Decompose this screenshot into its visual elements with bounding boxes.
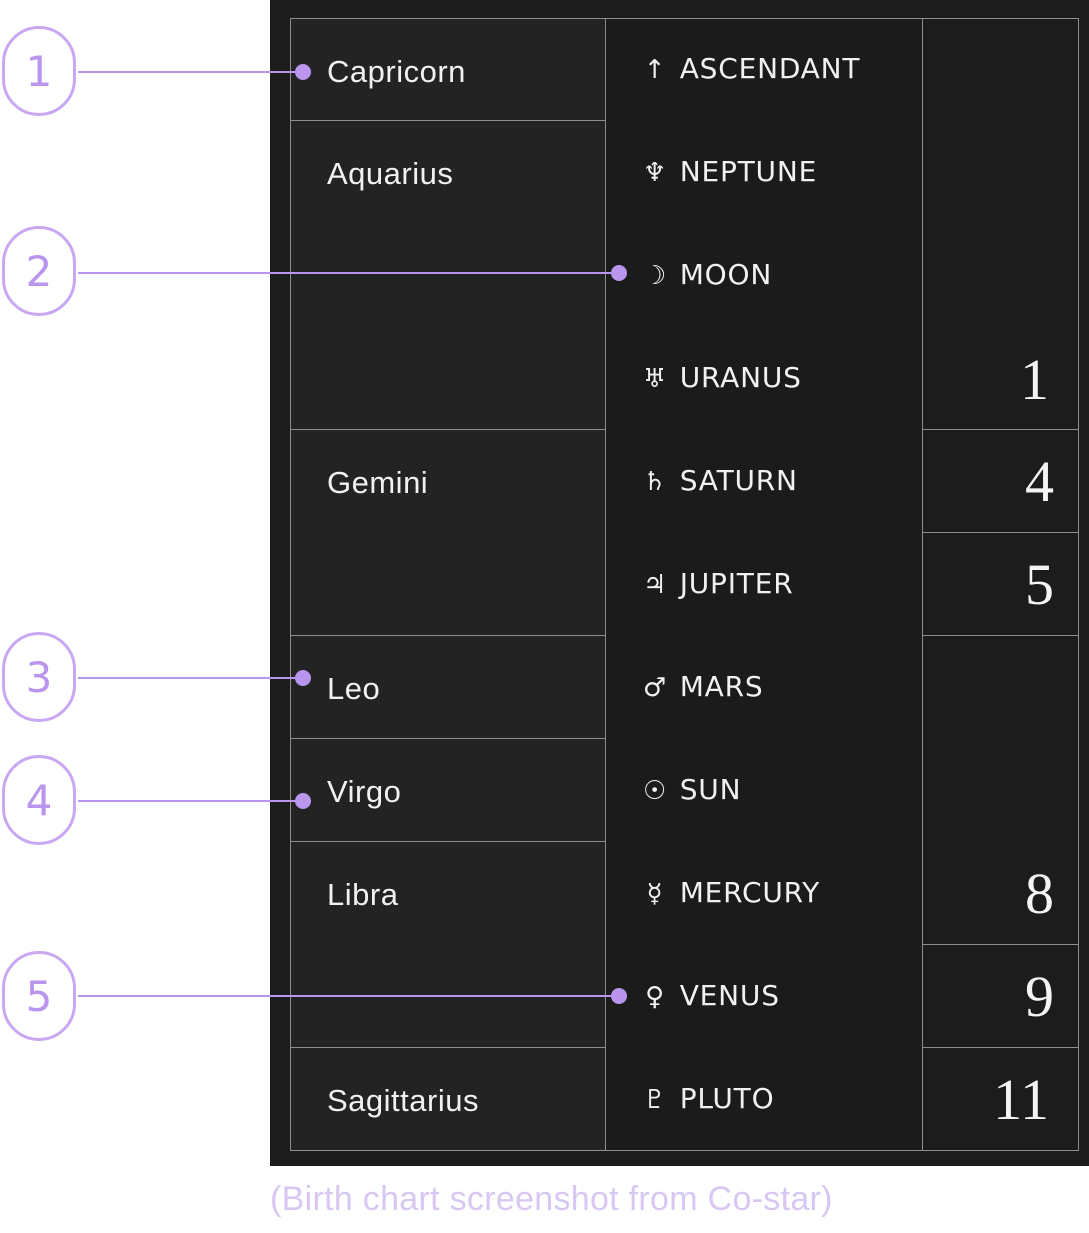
planet-label: SUN (679, 773, 742, 806)
house-1[interactable]: 1 (1020, 347, 1049, 412)
planet-uranus[interactable]: ♅ URANUS (640, 360, 802, 397)
planet-label: VENUS (679, 979, 780, 1012)
planets-column (605, 18, 923, 1151)
annotation-badge-1: 1 (2, 26, 76, 116)
planet-label: JUPITER (679, 567, 794, 600)
sign-leo[interactable]: Leo (327, 671, 381, 706)
mercury-icon: ☿ (646, 879, 664, 909)
house-divider (922, 944, 1079, 945)
planet-label: SATURN (679, 464, 798, 497)
sign-sagittarius[interactable]: Sagittarius (327, 1083, 479, 1118)
mars-icon: ♂ (642, 673, 668, 703)
planet-moon[interactable]: ☽ MOON (640, 257, 772, 294)
house-5[interactable]: 5 (1025, 552, 1054, 617)
signs-column (290, 18, 606, 1151)
sign-divider (290, 429, 606, 430)
sign-divider (290, 738, 606, 739)
planet-pluto[interactable]: ♇ PLUTO (640, 1081, 774, 1118)
planet-label: MOON (679, 258, 773, 291)
venus-icon: ♀ (645, 982, 665, 1012)
houses-column (922, 18, 1079, 1151)
image-caption: (Birth chart screenshot from Co-star) (270, 1180, 833, 1218)
planet-ascendant[interactable]: ↑ ASCENDANT (640, 51, 860, 88)
house-4[interactable]: 4 (1025, 449, 1054, 514)
house-9[interactable]: 9 (1025, 964, 1054, 1029)
annotation-badge-4: 4 (2, 755, 76, 845)
sign-aquarius[interactable]: Aquarius (327, 156, 454, 191)
house-11[interactable]: 11 (993, 1067, 1049, 1132)
sign-gemini[interactable]: Gemini (327, 465, 429, 500)
jupiter-icon: ♃ (642, 570, 668, 600)
planet-label: MERCURY (679, 876, 821, 909)
pluto-icon: ♇ (642, 1085, 668, 1115)
planet-sun[interactable]: ☉ SUN (640, 772, 741, 809)
annotation-leader-4 (78, 800, 300, 802)
annotation-badge-2: 2 (2, 226, 76, 316)
annotation-dot-4 (295, 793, 311, 809)
planet-label: NEPTUNE (679, 155, 818, 188)
sign-divider (290, 120, 606, 121)
arrow-up-icon: ↑ (643, 55, 667, 85)
annotation-dot-2 (611, 265, 627, 281)
planet-venus[interactable]: ♀ VENUS (640, 978, 780, 1015)
annotation-leader-3 (78, 677, 300, 679)
house-divider (922, 635, 1079, 636)
uranus-icon: ♅ (642, 364, 668, 394)
house-divider (922, 532, 1079, 533)
sun-icon: ☉ (642, 776, 668, 806)
annotation-dot-3 (295, 670, 311, 686)
annotation-dot-5 (611, 988, 627, 1004)
planet-mercury[interactable]: ☿ MERCURY (640, 875, 820, 912)
sign-libra[interactable]: Libra (327, 877, 399, 912)
sign-divider (290, 1047, 606, 1048)
planet-label: MARS (679, 670, 764, 703)
sign-capricorn[interactable]: Capricorn (327, 54, 466, 89)
house-8[interactable]: 8 (1025, 861, 1054, 926)
annotation-badge-5: 5 (2, 951, 76, 1041)
neptune-icon: ♆ (642, 158, 668, 188)
sign-divider (290, 841, 606, 842)
annotation-leader-5 (78, 995, 618, 997)
annotation-dot-1 (295, 64, 311, 80)
house-divider (922, 429, 1079, 430)
planet-label: PLUTO (679, 1082, 775, 1115)
annotation-leader-2 (78, 272, 618, 274)
planet-jupiter[interactable]: ♃ JUPITER (640, 566, 793, 603)
moon-icon: ☽ (642, 261, 668, 291)
planet-neptune[interactable]: ♆ NEPTUNE (640, 154, 817, 191)
planet-saturn[interactable]: ♄ SATURN (640, 463, 798, 500)
sign-virgo[interactable]: Virgo (327, 774, 402, 809)
planet-label: ASCENDANT (679, 52, 861, 85)
planet-label: URANUS (679, 361, 802, 394)
planet-mars[interactable]: ♂ MARS (640, 669, 763, 706)
saturn-icon: ♄ (642, 467, 668, 497)
annotation-badge-3: 3 (2, 632, 76, 722)
annotation-leader-1 (78, 71, 300, 73)
sign-divider (290, 635, 606, 636)
house-divider (922, 1047, 1079, 1048)
